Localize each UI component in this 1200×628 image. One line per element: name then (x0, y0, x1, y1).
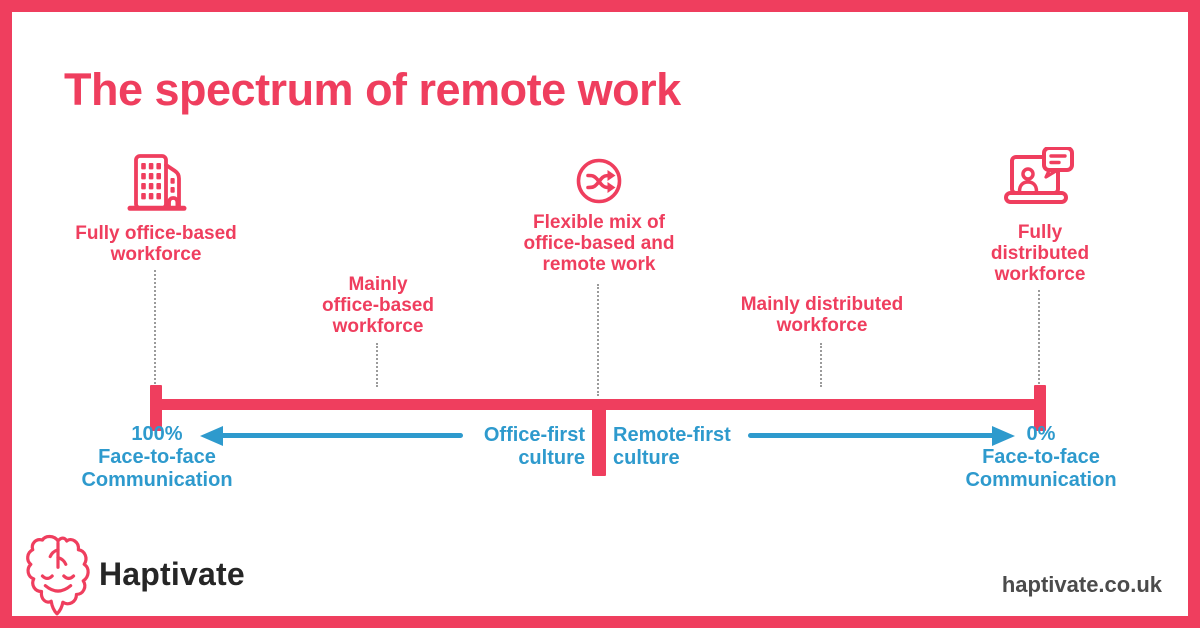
right-arrow-line (748, 433, 995, 438)
laptop-video-call-icon (1004, 147, 1078, 211)
office-first-culture-label: Office-first culture (483, 424, 585, 469)
right-end-label: 0% Face-to-face Communication (965, 423, 1117, 491)
stage-label-mainly-office-based: Mainly office-based workforce (322, 274, 434, 337)
spectrum-left-end-cap (150, 385, 162, 431)
page-title: The spectrum of remote work (64, 64, 681, 115)
stage-label-flexible-mix: Flexible mix of office-based and remote … (523, 212, 675, 275)
dotted-connector-2 (376, 343, 378, 387)
spectrum-center-divider (592, 399, 606, 476)
dotted-connector-1 (154, 270, 156, 384)
dotted-connector-4 (820, 343, 822, 387)
remote-first-culture-label: Remote-first culture (613, 424, 731, 469)
left-end-label: 100% Face-to-face Communication (81, 423, 233, 491)
haptivate-brain-logo-icon (24, 530, 92, 625)
stage-label-mainly-distributed: Mainly distributed workforce (740, 294, 904, 336)
stage-label-fully-office-based: Fully office-based workforce (75, 223, 237, 265)
left-arrow-head-icon (200, 426, 223, 446)
right-arrow-head-icon (992, 426, 1015, 446)
office-building-icon (126, 150, 188, 214)
brand-wordmark: Haptivate (99, 556, 245, 592)
stage-label-fully-distributed: Fully distributed workforce (990, 222, 1090, 285)
spectrum-right-end-cap (1034, 385, 1046, 431)
shuffle-icon (574, 156, 624, 206)
dotted-connector-5 (1038, 290, 1040, 384)
website-url: haptivate.co.uk (1001, 572, 1162, 597)
dotted-connector-3 (597, 284, 599, 396)
left-arrow-line (218, 433, 463, 438)
